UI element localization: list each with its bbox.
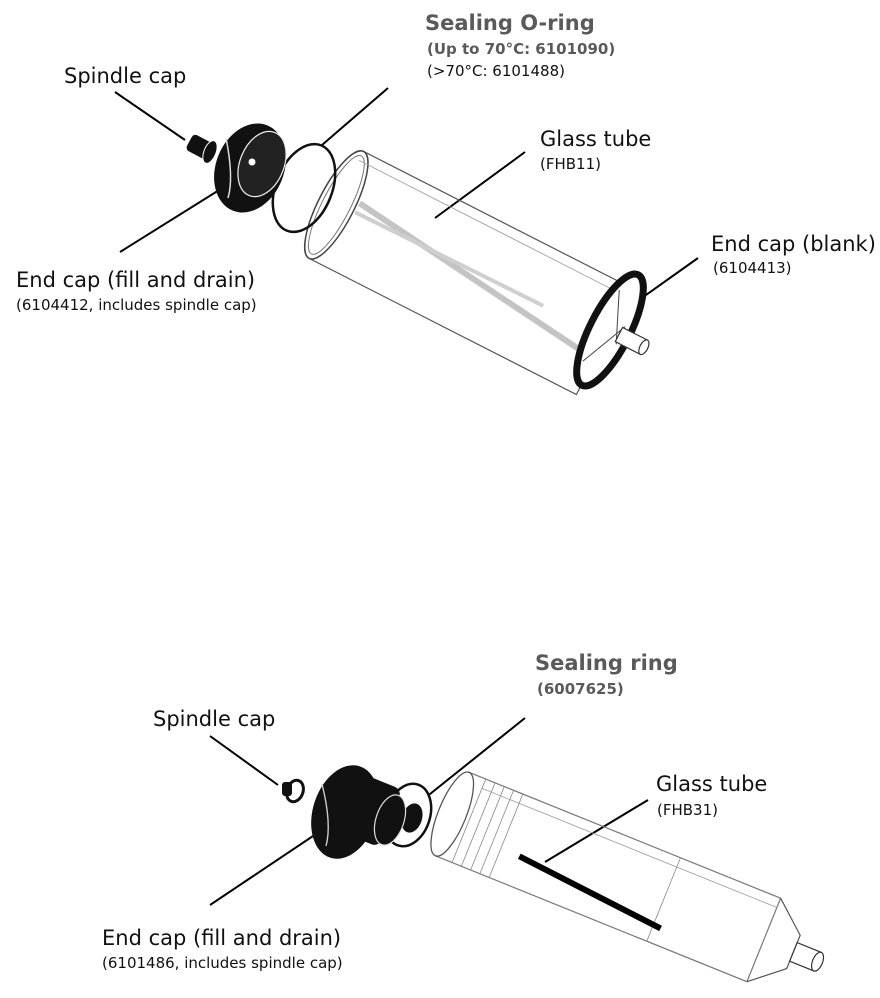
end-cap-fill-drain-6101486: [311, 765, 407, 859]
diagram-2: [209, 717, 825, 983]
label-sealing-ring: Sealing ring: [535, 651, 678, 675]
leader-end-cap-fill-1: [119, 181, 233, 253]
leader-spindle-cap-2: [209, 735, 279, 786]
label-sealing-oring: Sealing O-ring: [425, 11, 595, 35]
label-end-cap-fill-part-1: (6104412, includes spindle cap): [16, 296, 257, 314]
leader-glass-tube-2: [544, 799, 649, 863]
end-cap-fill-drain-6104412: [214, 123, 287, 213]
leader-spindle-cap-1: [114, 91, 186, 141]
leader-glass-tube-1: [434, 151, 526, 219]
diagram-1: [114, 87, 699, 396]
label-glass-tube-part-1: (FHB11): [540, 155, 601, 173]
label-spindle-cap-2: Spindle cap: [153, 707, 276, 731]
label-sealing-ring-part: (6007625): [537, 680, 624, 698]
label-glass-tube-part-2: (FHB31): [657, 801, 718, 819]
label-glass-tube-2: Glass tube: [656, 772, 768, 796]
label-end-cap-blank: End cap (blank): [711, 232, 876, 256]
leader-end-cap-fill-2: [209, 829, 323, 906]
label-end-cap-fill-1: End cap (fill and drain): [16, 268, 256, 292]
label-end-cap-blank-part: (6104413): [713, 259, 792, 277]
label-oring-part-a: (Up to 70°C: 6101090): [427, 40, 616, 58]
end-cap-blank-6104413: [573, 270, 650, 390]
label-glass-tube-1: Glass tube: [540, 127, 652, 151]
spindle-cap-1: [186, 134, 218, 164]
leader-sealing-ring-2: [424, 717, 526, 799]
label-spindle-cap-1: Spindle cap: [64, 64, 187, 88]
glass-tube-fhb31: [430, 771, 825, 983]
label-end-cap-fill-part-2: (6101486, includes spindle cap): [102, 954, 343, 972]
label-end-cap-fill-2: End cap (fill and drain): [102, 926, 342, 950]
spindle-cap-2: [282, 778, 305, 804]
leader-oring-1: [321, 87, 389, 146]
label-oring-part-b: (>70°C: 6101488): [427, 62, 565, 80]
